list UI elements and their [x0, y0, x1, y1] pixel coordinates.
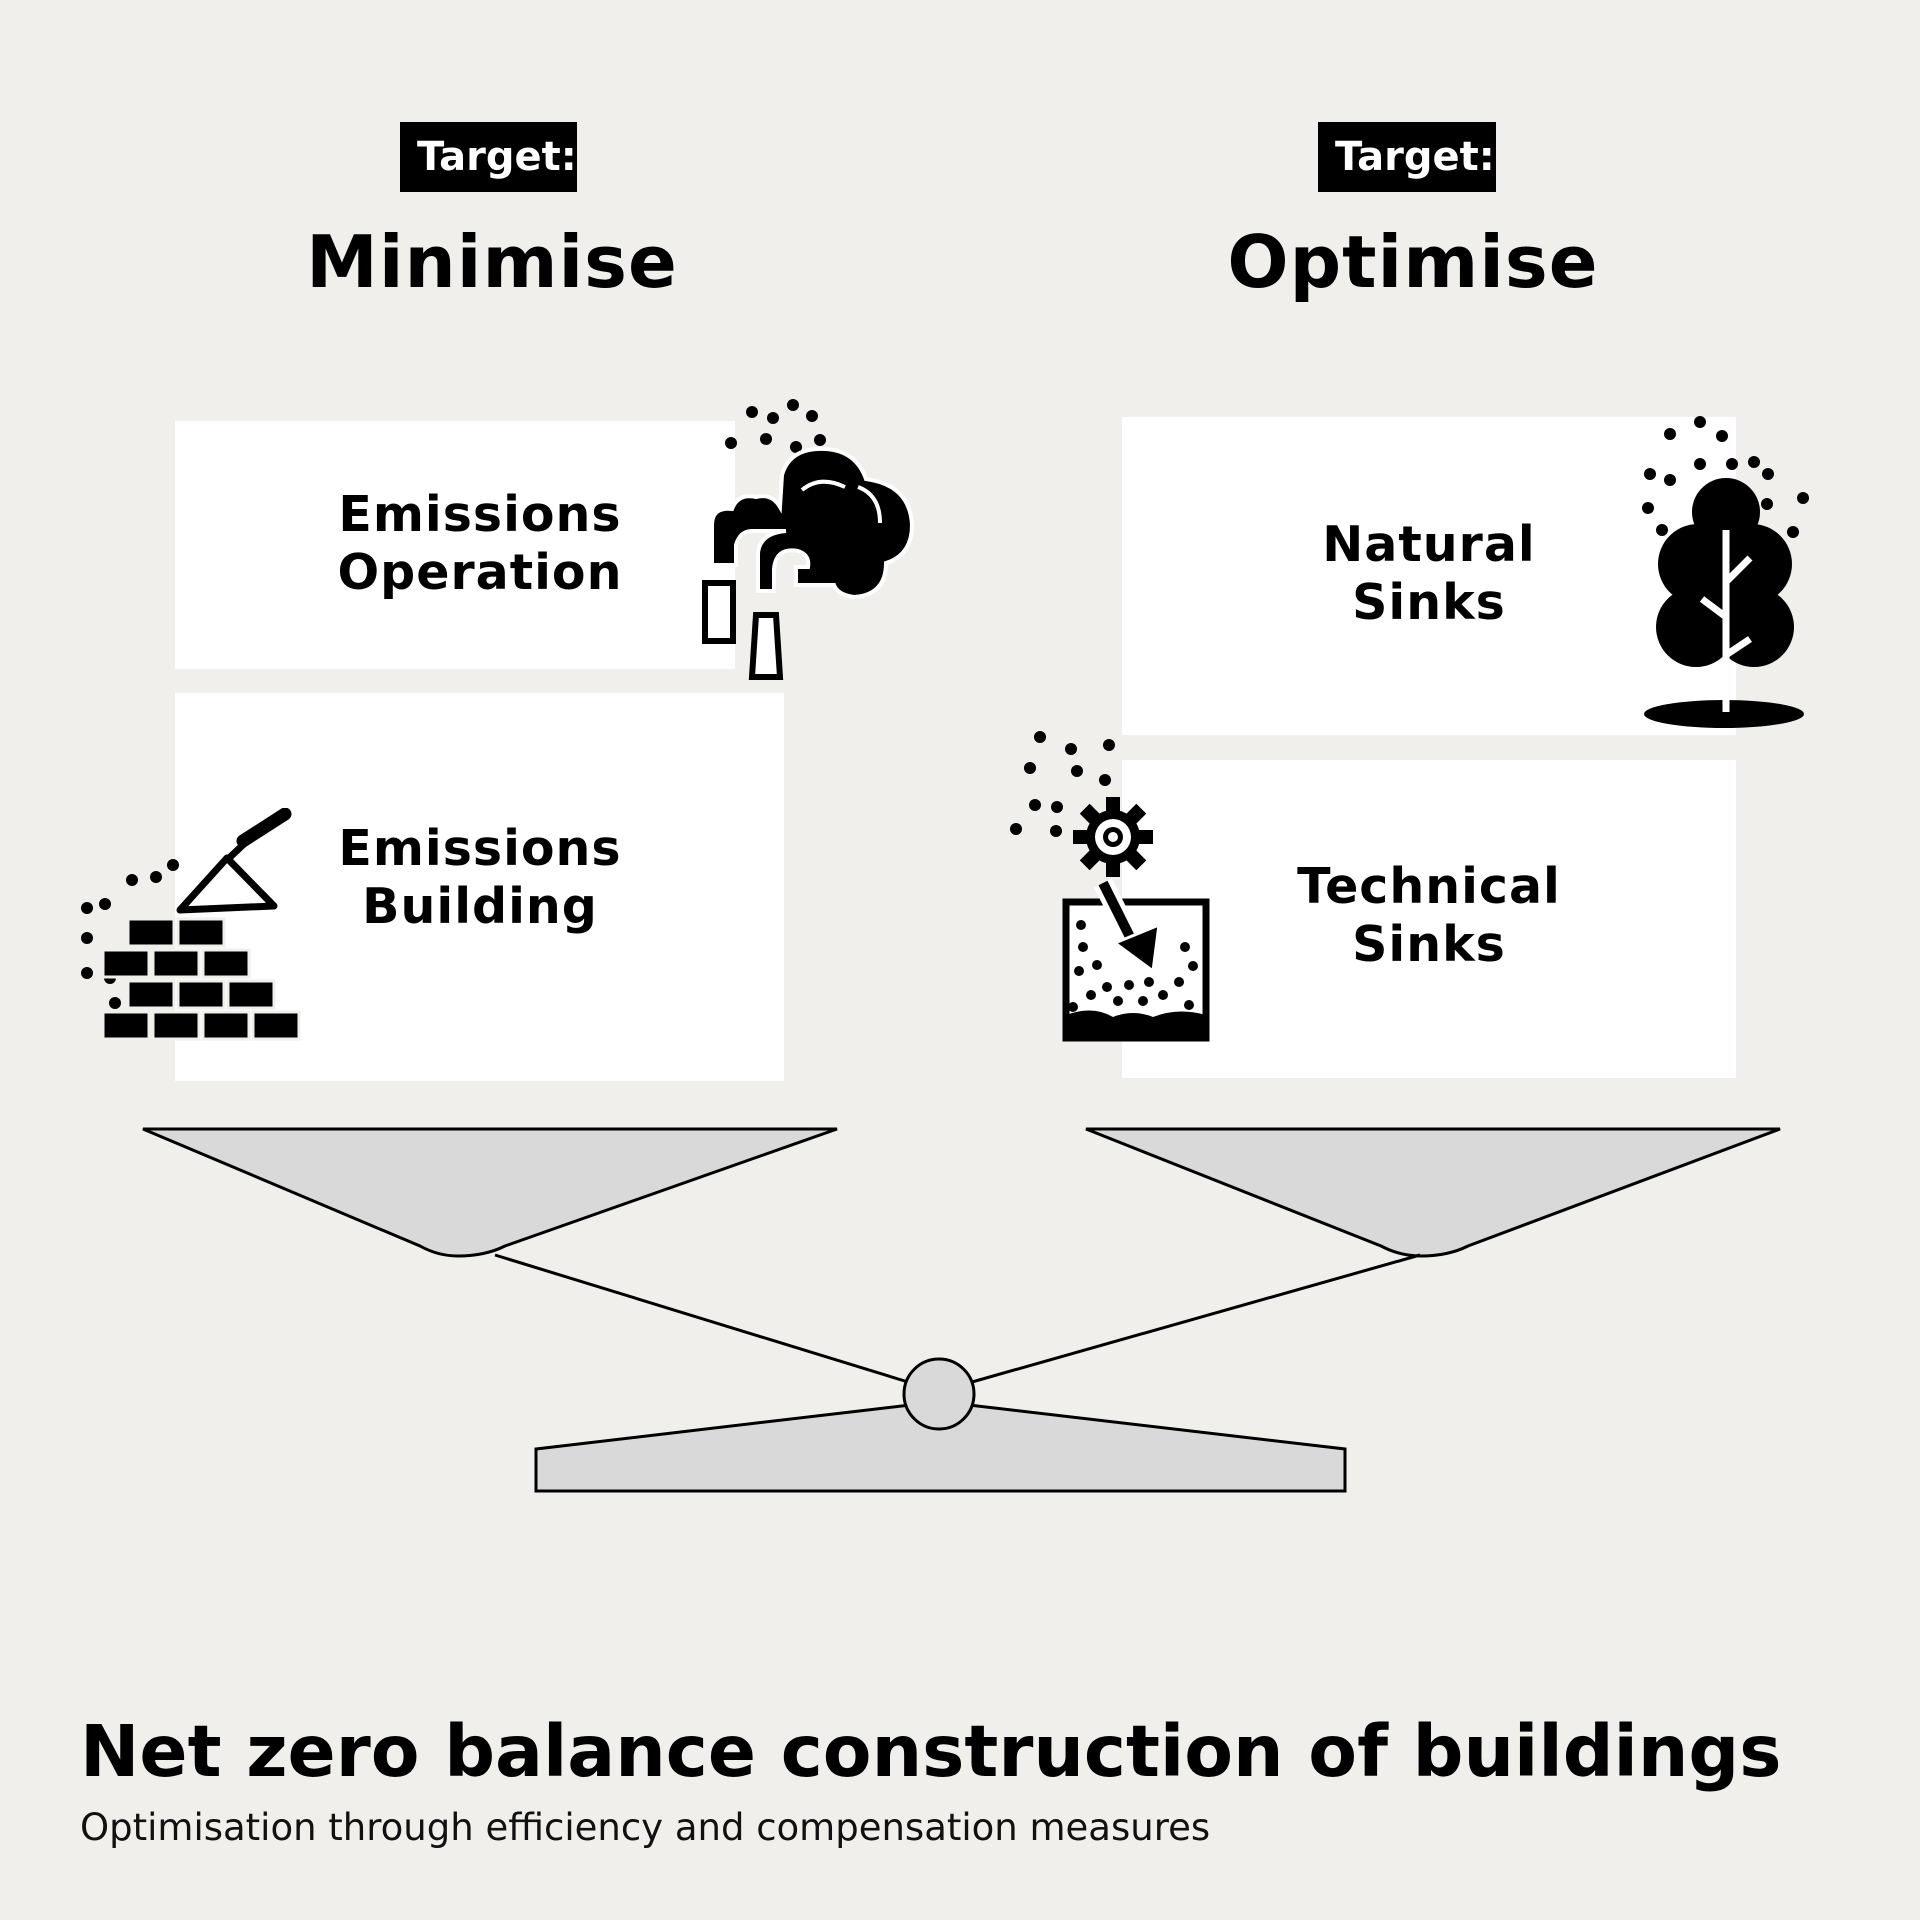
- target-tag-right: Target:: [1318, 122, 1496, 192]
- scale-arm-left: [494, 1253, 909, 1384]
- scale-arm-right: [971, 1253, 1421, 1384]
- card-label-technical-sinks: Technical Sinks: [1249, 858, 1609, 974]
- card-emissions-operation: Emissions Operation: [175, 421, 735, 669]
- card-label-line1: Emissions: [338, 486, 622, 543]
- card-label-line1: Emissions: [338, 820, 622, 877]
- carbon-capture-storage-icon: [1010, 731, 1210, 1042]
- card-label-line2: Sinks: [1352, 916, 1506, 973]
- page-title: Net zero balance construction of buildin…: [80, 1710, 1782, 1793]
- card-label-line1: Natural: [1322, 516, 1536, 573]
- card-label-emissions-operation: Emissions Operation: [300, 486, 660, 602]
- card-natural-sinks: Natural Sinks: [1122, 417, 1736, 735]
- card-label-line1: Technical: [1297, 858, 1561, 915]
- scale-pivot: [902, 1357, 976, 1431]
- scale-pan-left: [142, 1127, 838, 1258]
- card-label-natural-sinks: Natural Sinks: [1249, 516, 1609, 632]
- scale-pan-right: [1085, 1127, 1781, 1258]
- card-label-line2: Sinks: [1352, 574, 1506, 631]
- page-subtitle: Optimisation through efficiency and comp…: [80, 1806, 1211, 1849]
- card-label-line2: Building: [362, 878, 598, 935]
- card-label-line2: Operation: [337, 544, 623, 601]
- target-tag-left: Target:: [400, 122, 577, 192]
- factory-smoke-icon: [702, 399, 915, 680]
- card-technical-sinks: Technical Sinks: [1122, 760, 1736, 1078]
- heading-optimise: Optimise: [1227, 220, 1599, 304]
- card-label-emissions-building: Emissions Building: [300, 820, 660, 936]
- card-emissions-building: Emissions Building: [175, 693, 784, 1081]
- brick-wall-trowel-icon: [81, 808, 301, 1041]
- heading-minimise: Minimise: [306, 220, 678, 304]
- tree-icon: [1642, 416, 1809, 728]
